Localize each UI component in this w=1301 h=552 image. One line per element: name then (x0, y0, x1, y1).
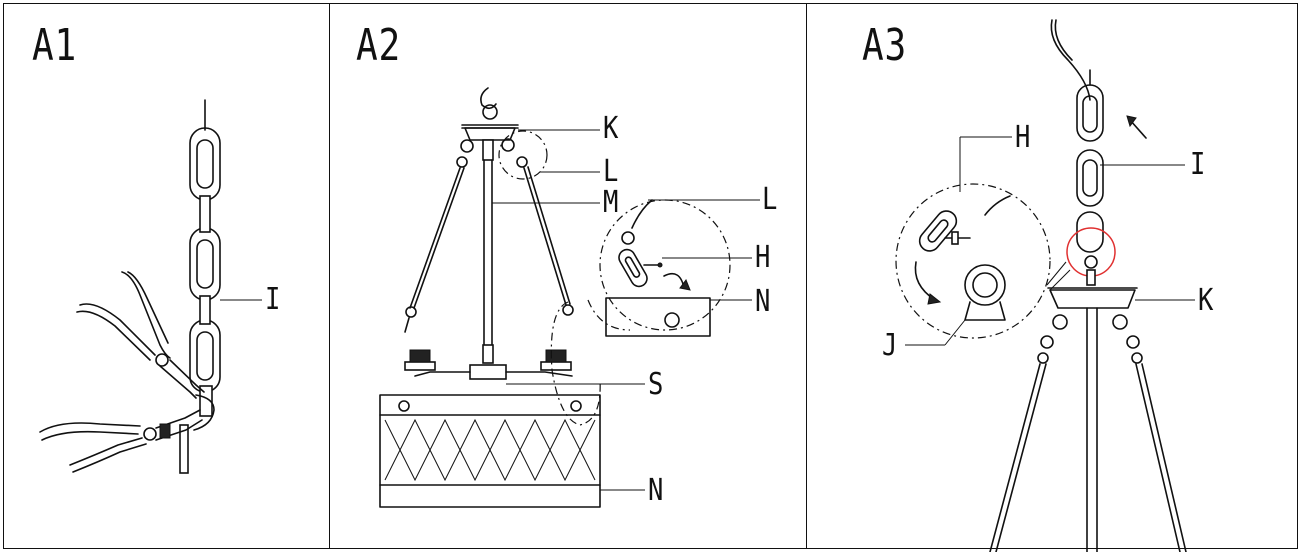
a1-label-i: I (265, 282, 281, 317)
a2-detail-circles (498, 130, 760, 426)
a2-label-m: M (603, 185, 619, 220)
a2-cables (404, 138, 574, 333)
a2-label-l-detail: L (762, 182, 778, 217)
a3-label-j: J (882, 328, 898, 363)
a2-label-h: H (755, 240, 771, 275)
panel-a2-title: A2 (356, 20, 402, 71)
a3-label-i: I (1190, 147, 1206, 182)
a2-label-l-upper: L (603, 154, 619, 189)
panel-a1-title: A1 (32, 20, 78, 71)
a3-label-h: H (1015, 120, 1031, 155)
a2-label-s: S (648, 367, 664, 402)
a3-label-k: K (1198, 283, 1214, 318)
a3-detail (895, 136, 1071, 346)
a3-cables (989, 314, 1187, 552)
a2-rod (482, 139, 600, 364)
a3-wire (1050, 19, 1091, 101)
a2-arms (404, 349, 645, 385)
panel-a3-frame (806, 3, 1298, 549)
a1-pliers-lower (39, 409, 203, 473)
a2-shade (379, 394, 645, 508)
a2-label-k: K (603, 111, 619, 146)
a3-chain (1066, 69, 1185, 286)
a1-pliers-upper (76, 271, 205, 399)
a2-label-n-shade: N (648, 473, 664, 508)
a2-label-n-detail: N (755, 284, 771, 319)
panel-a3-title: A3 (862, 20, 908, 71)
a3-canopy (1047, 287, 1195, 552)
a1-chain (179, 99, 262, 474)
